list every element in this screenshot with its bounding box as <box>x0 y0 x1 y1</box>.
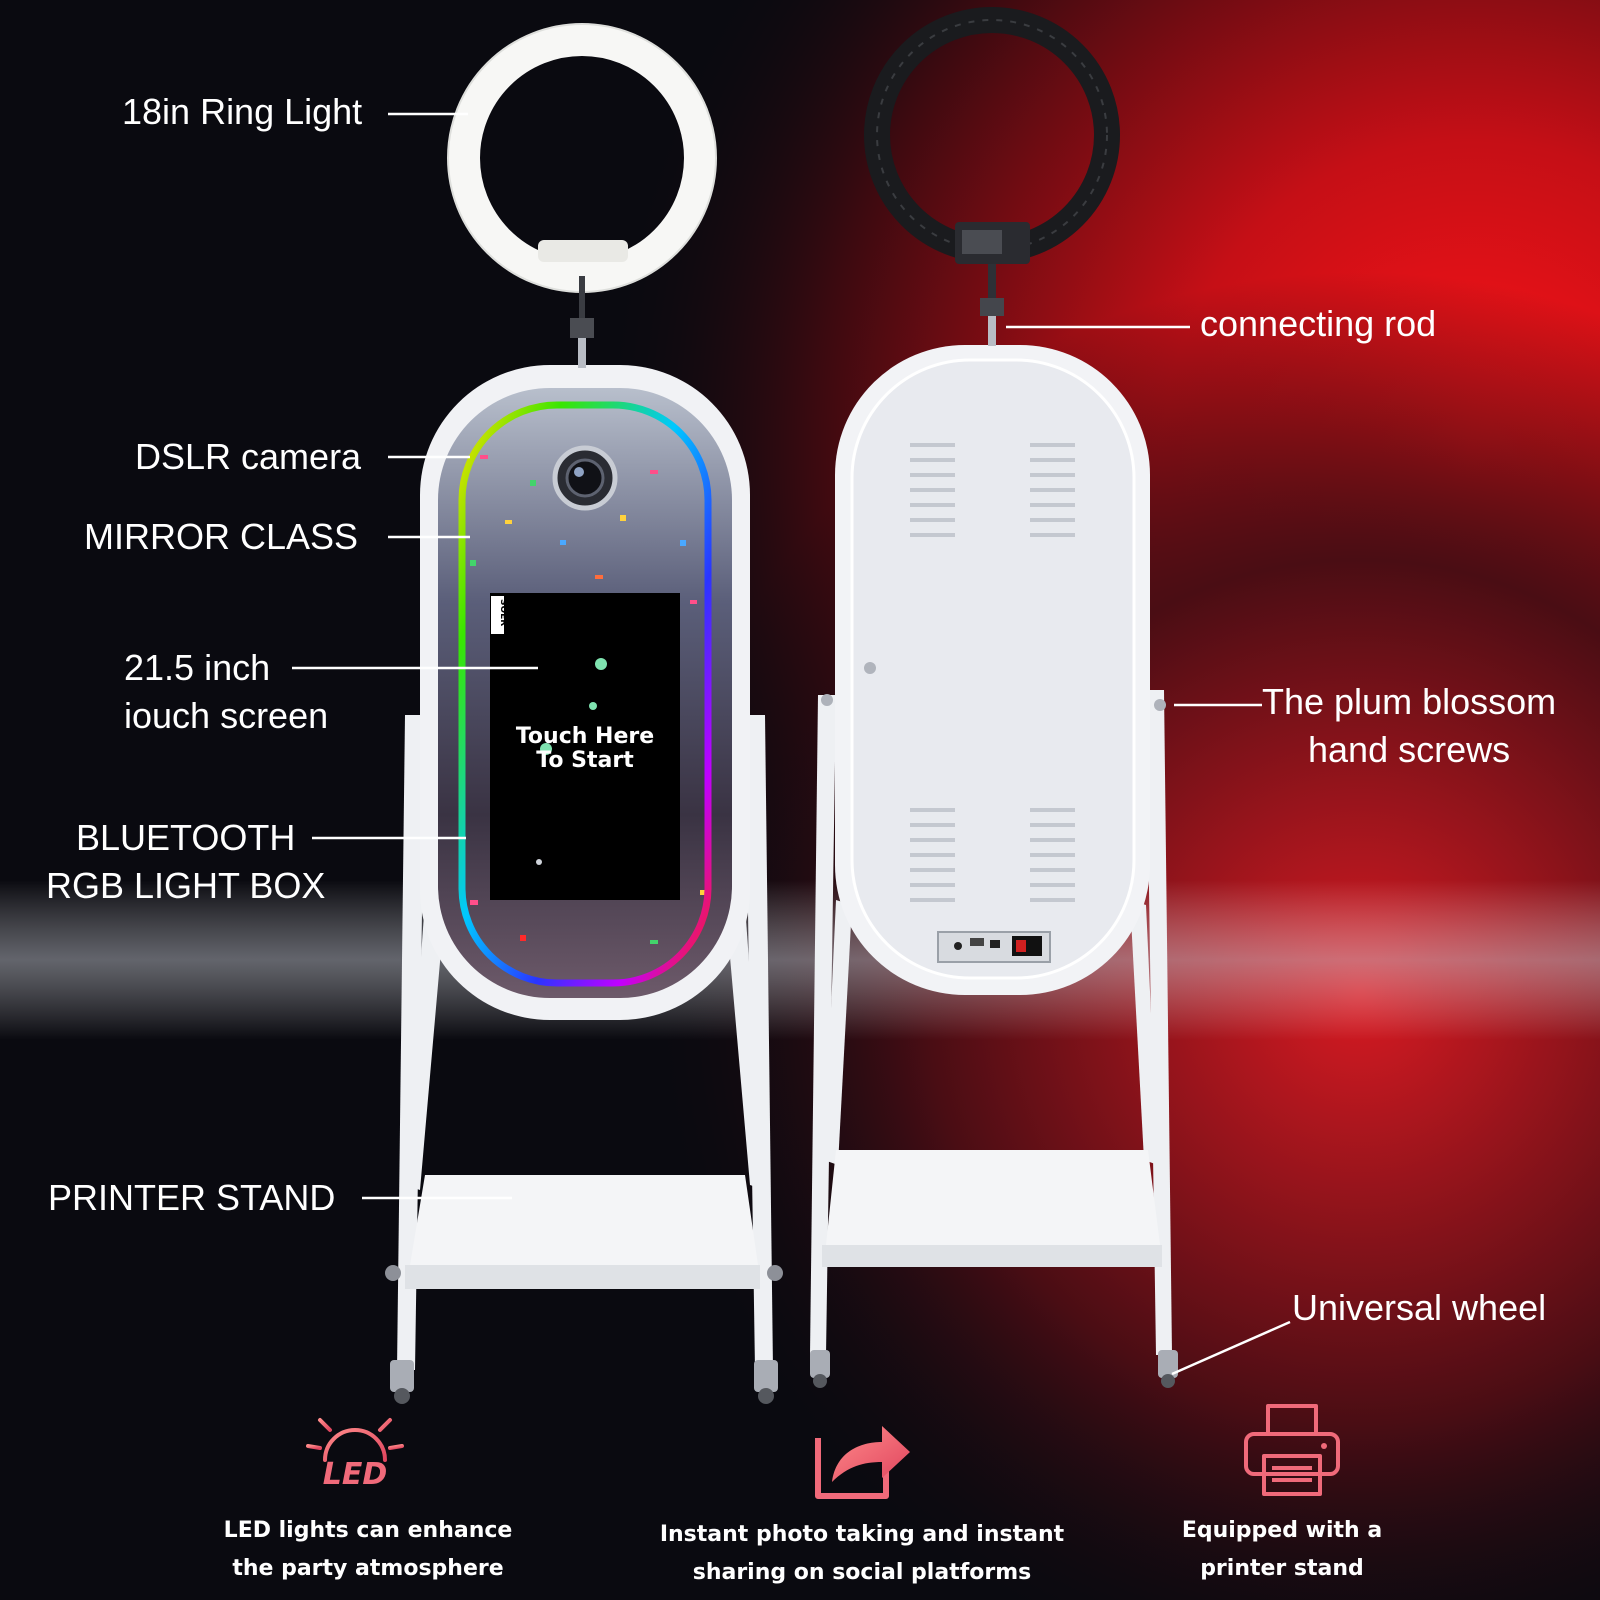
back-unit <box>810 7 1178 1388</box>
back-port-panel <box>937 931 1051 963</box>
front-stand <box>397 715 773 1370</box>
dslr-camera-lens <box>552 445 618 511</box>
back-ring-light <box>864 7 1120 346</box>
callout-bluetooth-light-box: BLUETOOTH RGB LIGHT BOX <box>46 817 326 906</box>
screen-prompt-line2[interactable]: To Start <box>536 748 634 773</box>
callout-dslr-camera: DSLR camera <box>135 436 362 477</box>
callout-hand-screws: The plum blossom hand screws <box>1262 681 1557 770</box>
printer-icon <box>1244 1404 1340 1496</box>
confetti <box>470 455 707 944</box>
callout-lines <box>292 112 1291 1376</box>
back-wheels <box>810 1350 1178 1388</box>
callout-universal-wheel: Universal wheel <box>1292 1287 1547 1328</box>
touch-screen[interactable] <box>490 593 680 900</box>
callout-ring-light: 18in Ring Light <box>122 91 363 132</box>
callout-printer-stand: PRINTER STAND <box>48 1177 336 1218</box>
front-printer-shelf <box>405 1175 760 1289</box>
feature-share-text: Instant photo taking and instant sharing… <box>659 1522 1065 1585</box>
back-vents <box>910 443 1075 902</box>
feature-printer-text: Equipped with a printer stand <box>1181 1518 1383 1581</box>
share-icon <box>815 1426 910 1499</box>
front-ring-light <box>447 23 717 368</box>
callout-mirror-glass: MIRROR CLASS <box>84 516 359 557</box>
screen-dots <box>536 658 607 865</box>
screen-prompt-line1[interactable]: Touch Here <box>516 724 654 749</box>
back-lock <box>864 662 876 674</box>
back-printer-shelf <box>822 1150 1162 1267</box>
screen-side-tag: SOER <box>491 596 508 634</box>
background-light-haze <box>0 880 1600 1040</box>
leader-universal-wheel <box>1171 1320 1291 1376</box>
front-unit: Touch Here To Start SOER <box>385 23 783 1404</box>
led-icon-text: LED <box>323 1457 388 1492</box>
feature-led-text: LED lights can enhance the party atmosph… <box>223 1518 513 1581</box>
front-wheels <box>390 1360 778 1404</box>
led-icon: LED <box>306 1406 404 1500</box>
back-stand <box>810 690 1172 1355</box>
svg-text:SOER: SOER <box>498 599 508 626</box>
callout-touch-screen: 21.5 inch iouch screen <box>124 647 329 736</box>
callout-connecting-rod: connecting rod <box>1200 303 1437 344</box>
